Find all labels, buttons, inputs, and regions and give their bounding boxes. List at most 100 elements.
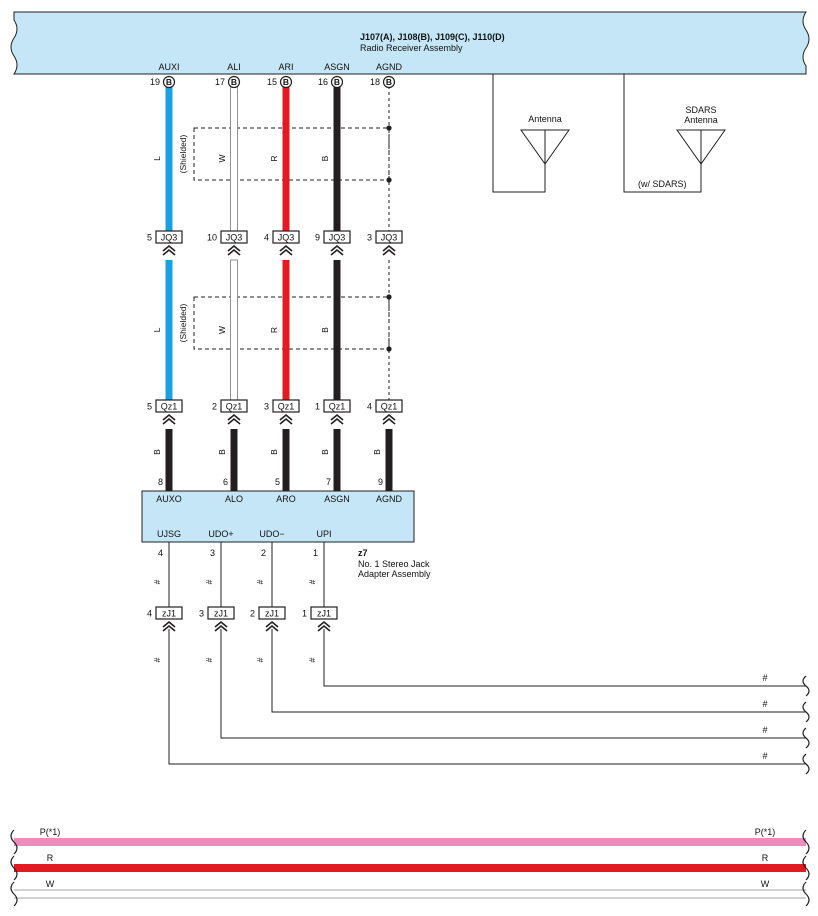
sdars-note: (w/ SDARS)	[638, 179, 687, 189]
chevron-icon	[214, 620, 228, 628]
wire-color-code: #	[152, 657, 162, 662]
adapter-bottom-pin-number: 4	[158, 548, 163, 558]
chevron-icon	[279, 248, 293, 256]
qz1-label: Qz1	[278, 402, 295, 412]
wire-color-code: #	[762, 751, 767, 761]
thin-wire	[220, 629, 806, 739]
wire-color-code: #	[762, 699, 767, 709]
bus-line-label-right: R	[762, 853, 769, 863]
jq3-pin-number: 4	[264, 233, 269, 243]
wire-color-code: B	[269, 449, 279, 455]
wire-color-code: W	[217, 154, 227, 162]
jq3-pin-number: 3	[367, 233, 372, 243]
wire-B	[385, 429, 393, 491]
adapter-name-line2: Adapter Assembly	[358, 569, 431, 579]
adapter-bottom-pin-name: UJSG	[157, 529, 181, 539]
chevron-icon	[330, 417, 344, 425]
adapter-pin-name: ALO	[225, 494, 243, 504]
thin-wire	[323, 629, 806, 687]
wire-B	[230, 429, 238, 491]
chevron-icon	[279, 244, 293, 252]
wire-color-code: L	[152, 156, 162, 161]
receiver-pin-name: ARI	[278, 62, 293, 72]
receiver-pin-name: ALI	[227, 62, 241, 72]
jq3-label: JQ3	[329, 233, 346, 243]
qz1-label: Qz1	[381, 402, 398, 412]
shielded-label: (Shielded)	[178, 303, 188, 342]
wire-color-code: B	[320, 449, 330, 455]
qz1-box	[220, 399, 248, 413]
shield-ground-dot	[386, 346, 392, 352]
jq3-box	[375, 230, 403, 244]
continuation-break-icon	[10, 881, 18, 907]
chevron-icon	[330, 413, 344, 421]
sdars-wire	[623, 74, 702, 193]
adapter-pin-name: ASGN	[324, 494, 350, 504]
wire-color-code: #	[204, 579, 214, 584]
wire-color-code: B	[152, 449, 162, 455]
jq3-label: JQ3	[226, 233, 243, 243]
chevron-icon	[317, 620, 331, 628]
antenna-group	[492, 74, 726, 193]
wire-L	[165, 260, 173, 400]
wire-color-code: #	[255, 657, 265, 662]
continuation-break-icon	[802, 727, 810, 749]
adapter-pin-number: 8	[158, 477, 163, 487]
zj1-pin-number: 2	[250, 609, 255, 619]
receiver-code: J107(A), J108(B), J109(C), J110(D)	[360, 32, 505, 42]
chevron-icon	[162, 624, 176, 632]
wire-B	[333, 429, 341, 491]
wire-color-code: #	[255, 579, 265, 584]
lower-wires-group: B8AUXOB6ALOB5AROB7ASGNB9AGNDUJSG4###UDO+…	[152, 429, 810, 775]
thin-wire	[271, 629, 806, 713]
connector-b-label: B	[231, 77, 237, 87]
chevron-icon	[162, 244, 176, 252]
qz1-label: Qz1	[226, 402, 243, 412]
continuation-break-icon	[802, 881, 810, 907]
bus-line-label-left: P(*1)	[40, 827, 61, 837]
receiver-pin-name: AGND	[376, 62, 403, 72]
shielded-label: (Shielded)	[178, 134, 188, 173]
wire-L	[165, 86, 173, 231]
chevron-icon	[265, 624, 279, 632]
chevron-icon	[162, 248, 176, 256]
chevron-icon	[330, 248, 344, 256]
receiver-pin-name: ASGN	[324, 62, 350, 72]
zj1-pin-number: 3	[199, 609, 204, 619]
continuation-break-icon	[10, 855, 18, 881]
connector-b-circle	[227, 75, 241, 89]
radio-receiver-assembly: J107(A), J108(B), J109(C), J110(D) Radio…	[10, 11, 810, 75]
bus-line	[14, 864, 806, 872]
connector-b-label: B	[166, 77, 172, 87]
qz1-pin-number: 4	[367, 402, 372, 412]
qz1-label: Qz1	[329, 402, 346, 412]
bus-line	[14, 838, 806, 846]
chevron-icon	[227, 417, 241, 425]
continuation-break-icon	[10, 829, 18, 855]
stereo-jack-adapter: z7 No. 1 Stereo Jack Adapter Assembly	[141, 490, 431, 579]
bus-line-label-right: P(*1)	[755, 827, 776, 837]
adapter-pin-name: AUXO	[156, 494, 182, 504]
adapter-pin-number: 9	[378, 477, 383, 487]
wire-R	[282, 86, 290, 231]
wire-color-code: #	[204, 657, 214, 662]
wire-B	[282, 429, 290, 491]
zj1-label: zJ1	[162, 609, 176, 619]
continuation-break-icon	[802, 701, 810, 723]
connector-b-label: B	[386, 77, 392, 87]
adapter-bottom-pin-name: UDO+	[208, 529, 233, 539]
chevron-icon	[214, 624, 228, 632]
wire-color-code: R	[269, 327, 279, 333]
shield-ground-dot	[386, 177, 392, 183]
adapter-bottom-pin-number: 3	[210, 548, 215, 558]
adapter-bottom-pin-number: 1	[313, 548, 318, 558]
bus-line-label-right: W	[761, 879, 770, 889]
continuation-break-icon	[802, 855, 810, 881]
qz1-box	[155, 399, 183, 413]
qz1-pin-number: 3	[264, 402, 269, 412]
receiver-pin-number: 15	[267, 77, 277, 87]
receiver-pin-number: 18	[370, 77, 380, 87]
wire-color-code: #	[307, 579, 317, 584]
wire-B	[333, 260, 341, 400]
